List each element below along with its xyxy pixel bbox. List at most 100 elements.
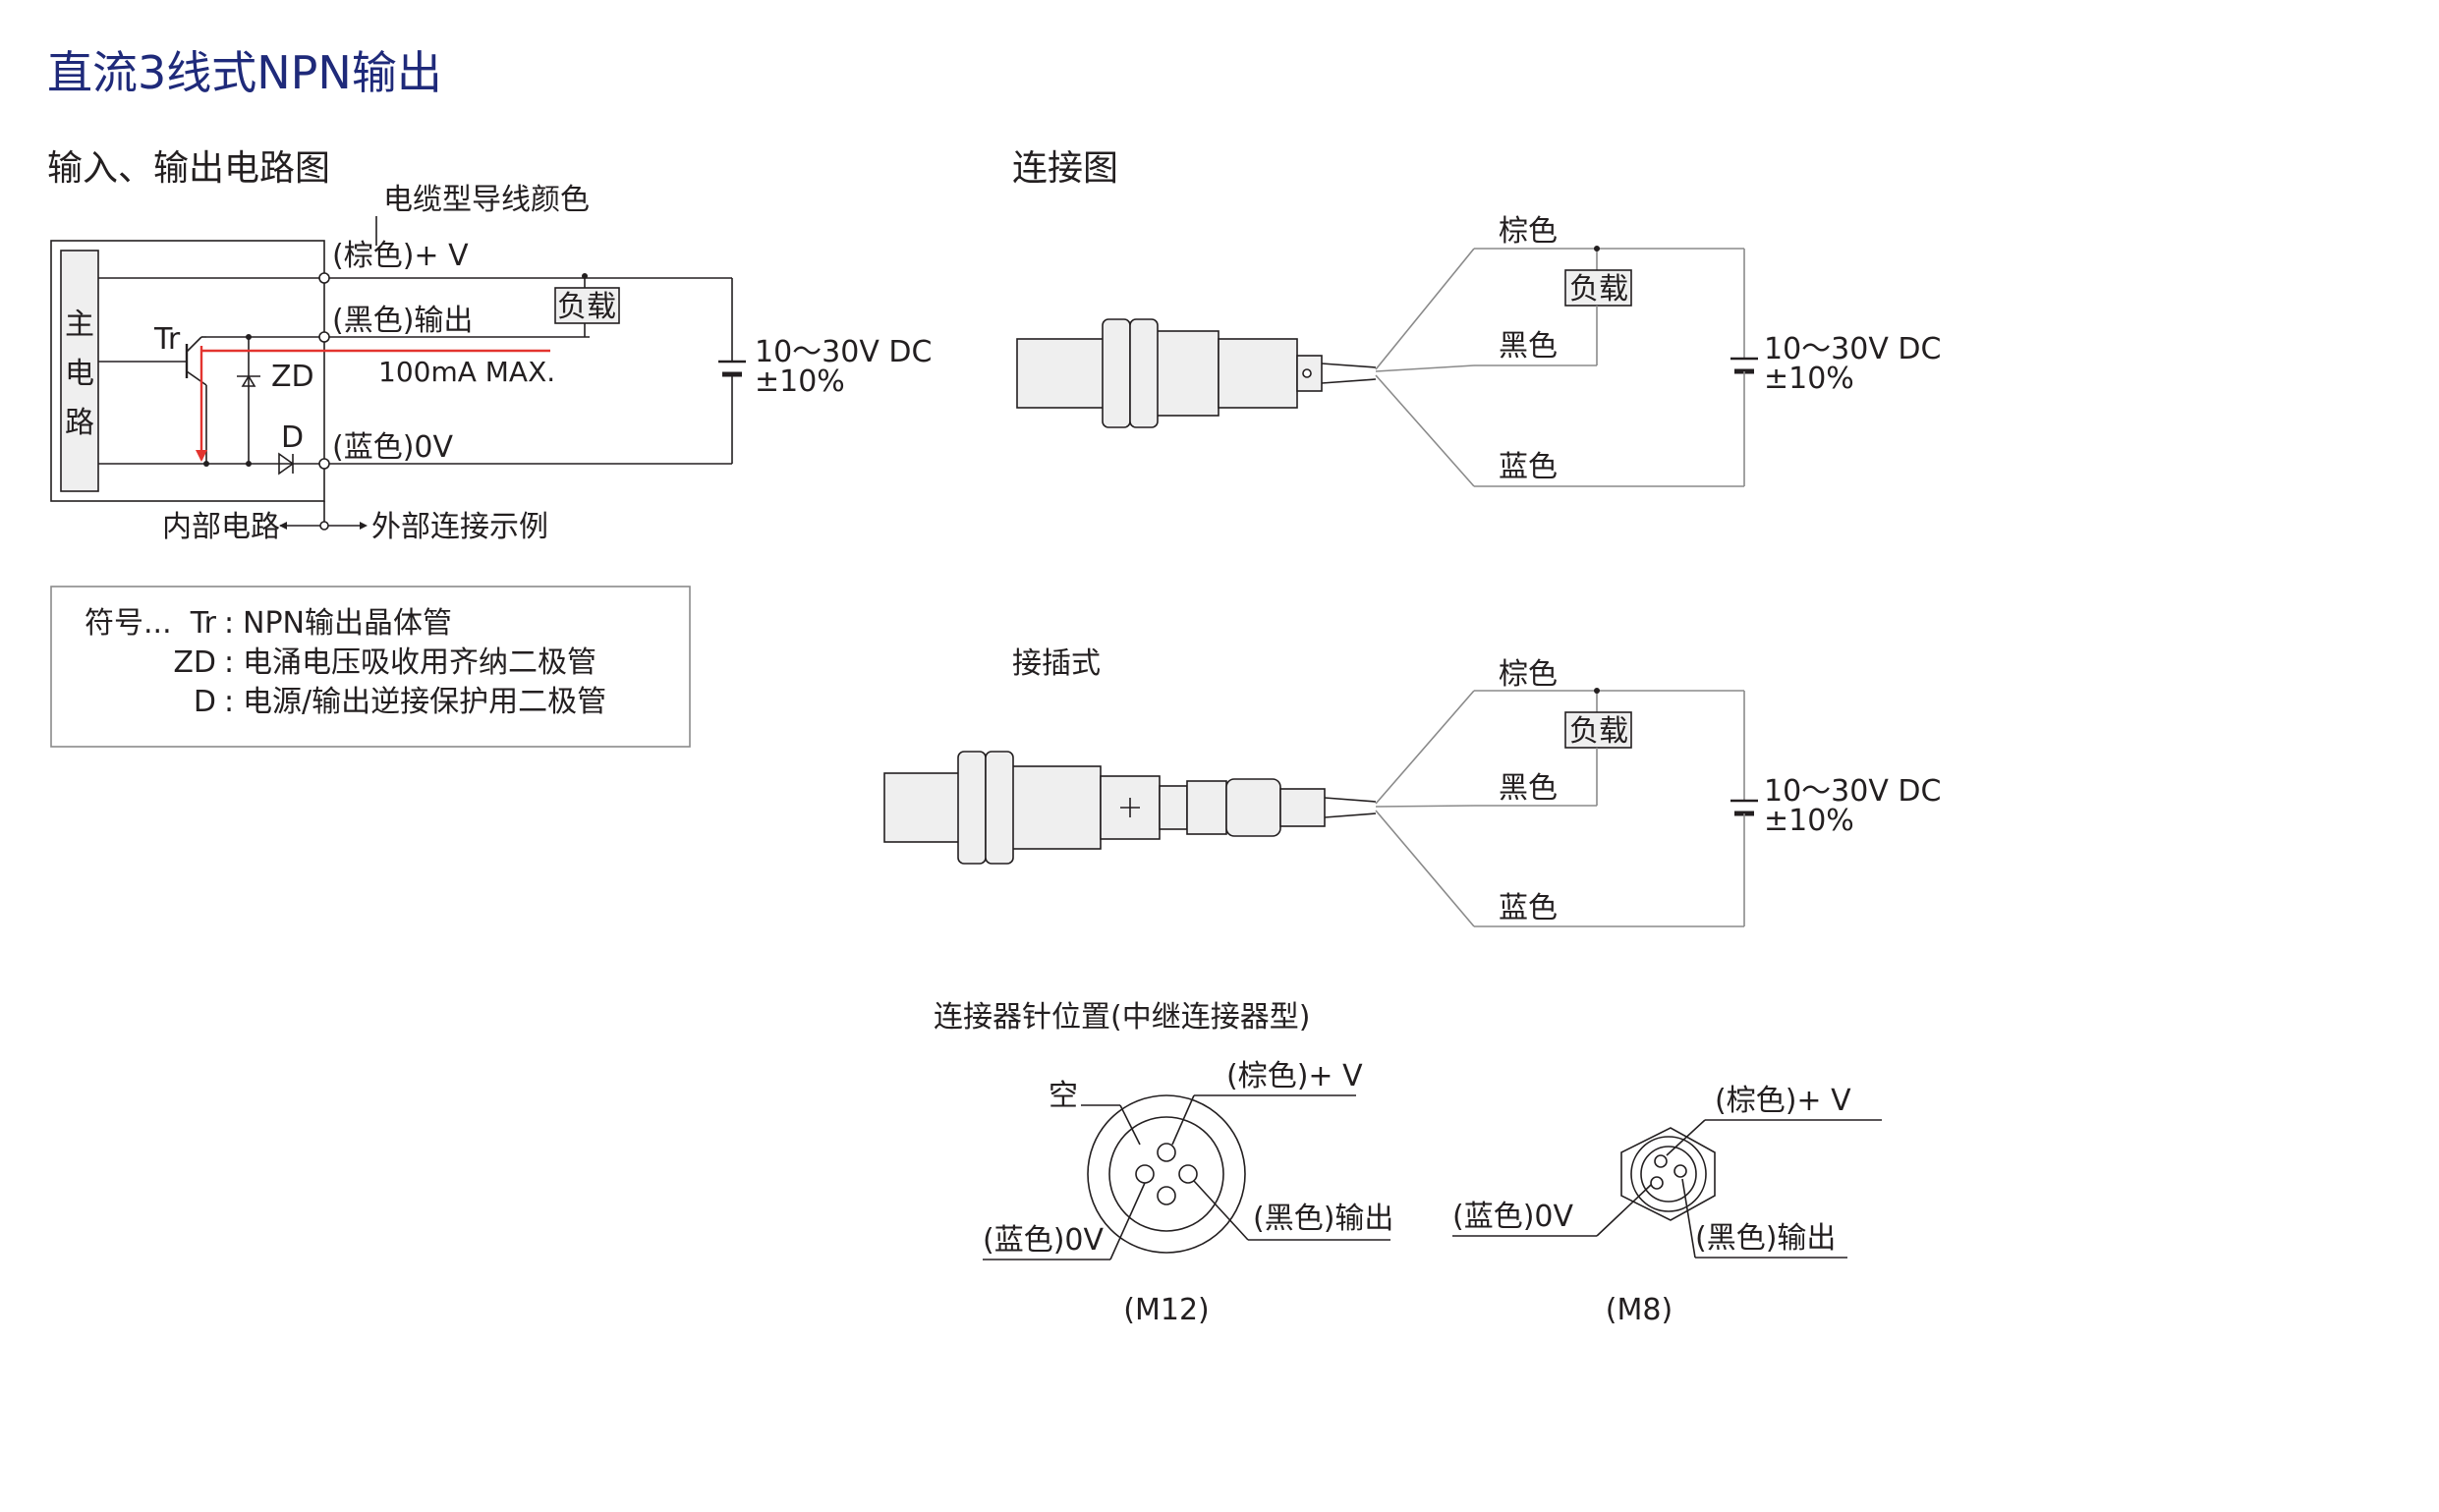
connection-heading: 连接图 bbox=[1012, 148, 1118, 189]
sensor-nut bbox=[985, 751, 1014, 865]
m12-connector: 空 (棕色)+ V (黑色)输出 (蓝色)0V (M12) bbox=[983, 1059, 1393, 1327]
blue-lead bbox=[1375, 810, 1475, 927]
junction-dot bbox=[582, 273, 588, 279]
m8-hex-nut bbox=[1620, 1127, 1716, 1221]
junction-dot bbox=[203, 461, 209, 467]
load-label: 负载 bbox=[1569, 714, 1628, 749]
plug-connection-diagram: 接插式 棕色 黑色 蓝色 负载 10～30V DC ±10% bbox=[883, 646, 1941, 927]
sensor-nut bbox=[1102, 318, 1131, 428]
terminal-0v bbox=[318, 458, 330, 470]
circuit-heading: 输入、输出电路图 bbox=[47, 148, 330, 189]
blue-0v-label: (蓝色)0V bbox=[332, 430, 453, 465]
m8-pin bbox=[1673, 1164, 1687, 1178]
sensor-nut bbox=[1129, 318, 1159, 428]
boundary-node bbox=[319, 521, 329, 531]
internal-circuit-label: 内部电路 bbox=[162, 510, 280, 544]
m8-pin bbox=[1650, 1176, 1664, 1190]
m8-blue-label: (蓝色)0V bbox=[1452, 1200, 1573, 1234]
legend-symbol: D bbox=[194, 685, 216, 719]
m12-brown-label: (棕色)+ V bbox=[1226, 1059, 1363, 1093]
m8-pin bbox=[1654, 1154, 1668, 1168]
page-title: 直流3线式NPN输出 bbox=[47, 46, 442, 99]
cable bbox=[1324, 797, 1377, 803]
legend-box bbox=[50, 586, 691, 748]
d-label: D bbox=[281, 420, 304, 455]
connector-plug bbox=[1159, 785, 1188, 830]
blue-lead bbox=[1375, 374, 1475, 487]
supply-tolerance-label: ±10% bbox=[1764, 362, 1854, 396]
sensor-head bbox=[1016, 338, 1106, 409]
supply-voltage-label: 10～30V DC bbox=[1764, 332, 1941, 366]
max-current-label: 100mA MAX. bbox=[378, 356, 555, 388]
m12-caption: (M12) bbox=[1123, 1293, 1209, 1327]
m12-pin bbox=[1157, 1143, 1176, 1162]
cable-color-label: 电缆型导线颜色 bbox=[383, 183, 590, 217]
load-label: 负载 bbox=[1569, 272, 1628, 307]
supply-voltage-label: 10～30V DC bbox=[1764, 774, 1941, 809]
junction-dot bbox=[1594, 688, 1600, 694]
m12-black-label: (黑色)输出 bbox=[1253, 1202, 1393, 1236]
supply-tolerance-label: ±10% bbox=[1764, 804, 1854, 838]
svg-text::: : bbox=[224, 685, 234, 719]
internal-circuit-box bbox=[50, 240, 325, 502]
transistor-collector bbox=[186, 336, 202, 353]
m12-blue-label: (蓝色)0V bbox=[983, 1223, 1104, 1258]
black-lead bbox=[1375, 805, 1475, 808]
io-circuit-diagram: 输入、输出电路图 电缆型导线颜色 主 电 路 Tr ZD D bbox=[47, 148, 932, 544]
terminal-plus bbox=[318, 272, 330, 284]
indicator-led bbox=[1302, 368, 1312, 378]
pin-layout-heading: 连接器针位置(中继连接器型) bbox=[934, 1000, 1310, 1035]
junction-dot bbox=[1594, 246, 1600, 252]
brown-lead bbox=[1375, 690, 1475, 805]
plug-heading: 接插式 bbox=[1012, 646, 1101, 681]
m12-pin bbox=[1135, 1164, 1155, 1184]
legend-desc: NPN输出晶体管 bbox=[243, 606, 452, 641]
legend-symbol: Tr bbox=[190, 606, 217, 641]
supply-voltage-label: 10～30V DC bbox=[755, 335, 932, 369]
m8-inner-ring bbox=[1640, 1146, 1697, 1203]
main-circuit-char-1: 主 bbox=[65, 308, 94, 342]
black-lead bbox=[1375, 364, 1475, 372]
brown-label: 棕色 bbox=[1499, 214, 1558, 249]
svg-text::: : bbox=[224, 606, 234, 641]
svg-text::: : bbox=[224, 645, 234, 680]
m12-pin bbox=[1157, 1186, 1176, 1205]
legend-prefix: 符号... bbox=[85, 606, 172, 641]
transistor-emitter bbox=[186, 370, 207, 386]
knurled-nut bbox=[1186, 780, 1227, 835]
supply-tolerance-label: ±10% bbox=[755, 364, 845, 399]
brown-plus-v-label: (棕色)+ V bbox=[332, 239, 469, 273]
m12-inner-ring bbox=[1108, 1116, 1224, 1232]
connector-pin-layout: 连接器针位置(中继连接器型) 空 (棕色)+ V (黑色)输出 (蓝色)0V (… bbox=[934, 1000, 1882, 1327]
black-label: 黑色 bbox=[1499, 329, 1558, 364]
cable bbox=[1324, 812, 1377, 818]
connector-socket bbox=[1225, 778, 1281, 837]
sensor-nut bbox=[957, 751, 987, 865]
load-box bbox=[1564, 269, 1632, 307]
m8-connector: (棕色)+ V (蓝色)0V (黑色)输出 (M8) bbox=[1452, 1084, 1882, 1327]
external-example-label: 外部连接示例 bbox=[371, 510, 548, 544]
junction-dot bbox=[246, 461, 252, 467]
load-box bbox=[1564, 711, 1632, 749]
black-output-label: (黑色)输出 bbox=[332, 304, 473, 338]
zener-diode-symbol bbox=[237, 374, 260, 387]
load-label: 负载 bbox=[557, 290, 616, 324]
black-label: 黑色 bbox=[1499, 771, 1558, 806]
main-circuit-block bbox=[60, 250, 99, 492]
load-box bbox=[554, 287, 620, 324]
blue-label: 蓝色 bbox=[1499, 450, 1558, 484]
diode-symbol bbox=[278, 452, 295, 476]
sensor-head bbox=[883, 772, 964, 843]
m8-black-label: (黑色)输出 bbox=[1695, 1221, 1836, 1256]
main-circuit-char-3: 路 bbox=[65, 406, 94, 440]
legend-desc: 电涌电压吸收用齐纳二极管 bbox=[243, 645, 596, 680]
m8-caption: (M8) bbox=[1606, 1293, 1673, 1327]
legend-symbol: ZD bbox=[173, 645, 216, 680]
m8-brown-label: (棕色)+ V bbox=[1715, 1084, 1851, 1118]
tr-label: Tr bbox=[153, 322, 181, 357]
m12-empty-label: 空 bbox=[1049, 1079, 1078, 1113]
zd-label: ZD bbox=[271, 360, 314, 394]
brown-lead bbox=[1375, 248, 1475, 370]
terminal-output bbox=[318, 331, 330, 343]
